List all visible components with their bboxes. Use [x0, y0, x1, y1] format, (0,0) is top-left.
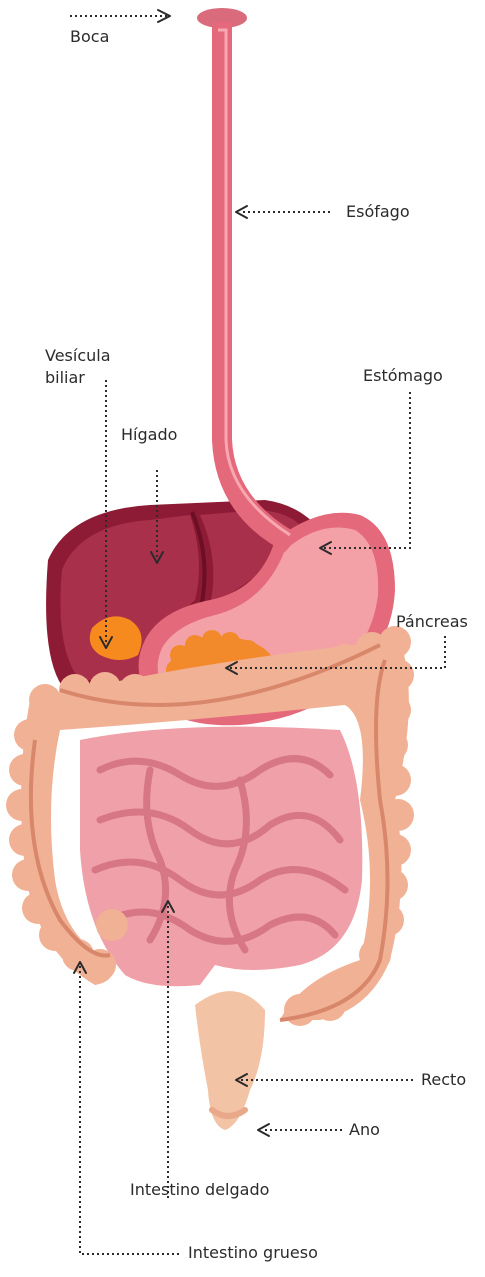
label-intestino-grueso: Intestino grueso — [188, 1243, 318, 1263]
label-esofago: Esófago — [346, 202, 410, 222]
label-vesicula-line2: biliar — [45, 368, 85, 388]
label-higado: Hígado — [121, 425, 177, 445]
rectum — [195, 991, 265, 1130]
label-estomago: Estómago — [363, 366, 443, 386]
label-ano: Ano — [349, 1120, 380, 1140]
label-recto: Recto — [421, 1070, 466, 1090]
label-boca: Boca — [70, 27, 109, 47]
label-pancreas: Páncreas — [396, 612, 468, 632]
label-vesicula-line1: Vesícula — [45, 346, 111, 366]
small-intestine — [80, 727, 362, 987]
label-intestino-delgado: Intestino delgado — [130, 1180, 269, 1200]
